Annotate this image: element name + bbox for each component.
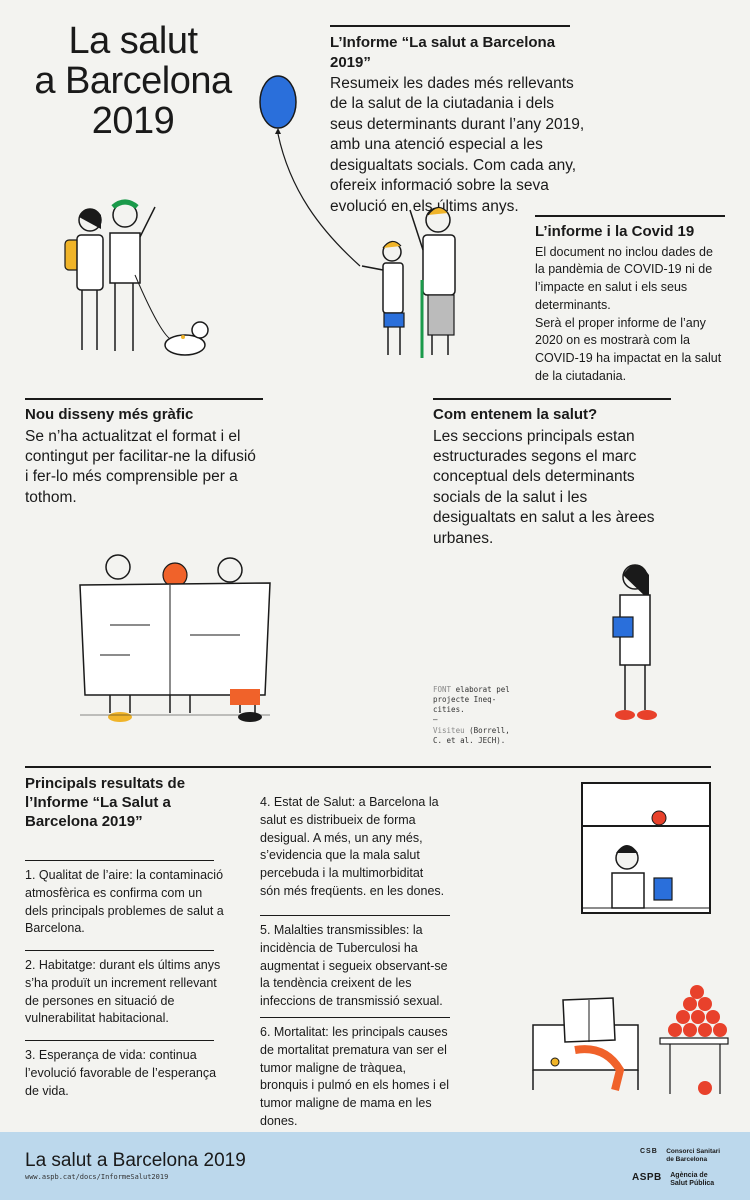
divider xyxy=(25,950,214,951)
women-dog-illustration xyxy=(64,199,209,356)
footer-url[interactable]: www.aspb.cat/docs/InformeSalut2019 xyxy=(25,1173,169,1181)
divider xyxy=(433,398,671,400)
scientist-window-illustration xyxy=(581,782,711,914)
divider xyxy=(25,860,214,861)
footer xyxy=(0,1132,750,1200)
result-item-2: 2. Habitatge: durant els últims anys s’h… xyxy=(25,958,221,1026)
understand-heading: Com entenem la salut? xyxy=(433,406,598,423)
result-item-1: 1. Qualitat de l’aire: la contaminació a… xyxy=(25,868,224,936)
source-note: FONT elaborat pel projecte Ineq-cities. … xyxy=(433,685,510,745)
aspb-logo: ASPB Agència de Salut Pública xyxy=(632,1172,715,1188)
understand-section: Com entenem la salut? Les seccions princ… xyxy=(433,405,673,549)
cse-logo: CSB Consorci Sanitari de Barcelona xyxy=(640,1148,721,1163)
design-heading: Nou disseny més gràfic xyxy=(25,406,194,423)
newspaper-readers-illustration xyxy=(79,554,271,722)
divider xyxy=(25,766,711,768)
divider xyxy=(260,915,450,916)
divider xyxy=(25,1040,214,1041)
bench-reader-illustration xyxy=(532,985,729,1095)
divider xyxy=(25,398,263,400)
covid-body-2: Serà el proper informe de l’any 2020 on … xyxy=(535,315,722,383)
covid-section: L’informe i la Covid 19 El document no i… xyxy=(535,222,725,386)
results-heading: Principals resultats de l’Informe “La Sa… xyxy=(25,775,186,830)
page-title: La salut a Barcelona 2019 xyxy=(34,20,232,142)
design-section: Nou disseny més gràfic Se n’ha actualitz… xyxy=(25,405,263,508)
intro-section: L’Informe “La salut a Barcelona 2019” Re… xyxy=(330,33,590,217)
doctor-illustration xyxy=(612,564,657,720)
divider xyxy=(330,25,570,27)
design-body: Se n’ha actualitzat el format i el conti… xyxy=(25,427,256,506)
result-item-3: 3. Esperança de vida: continua l’evoluci… xyxy=(25,1048,217,1098)
balloon-family-illustration xyxy=(259,75,456,358)
understand-body: Les seccions principals estan estructura… xyxy=(433,427,655,547)
result-item-6: 6. Mortalitat: les principals causes de … xyxy=(260,1025,449,1128)
covid-heading: L’informe i la Covid 19 xyxy=(535,223,695,240)
intro-body: Resumeix les dades més rellevants de la … xyxy=(330,75,585,215)
intro-heading: L’Informe “La salut a Barcelona 2019” xyxy=(330,34,556,71)
footer-title: La salut a Barcelona 2019 xyxy=(25,1150,246,1171)
divider xyxy=(535,215,725,217)
result-item-5: 5. Malalties transmissibles: la incidènc… xyxy=(260,923,448,1008)
divider xyxy=(260,1017,450,1018)
result-item-4: 4. Estat de Salut: a Barcelona la salut … xyxy=(260,795,445,898)
covid-body-1: El document no inclou dades de la pandèm… xyxy=(535,244,713,312)
